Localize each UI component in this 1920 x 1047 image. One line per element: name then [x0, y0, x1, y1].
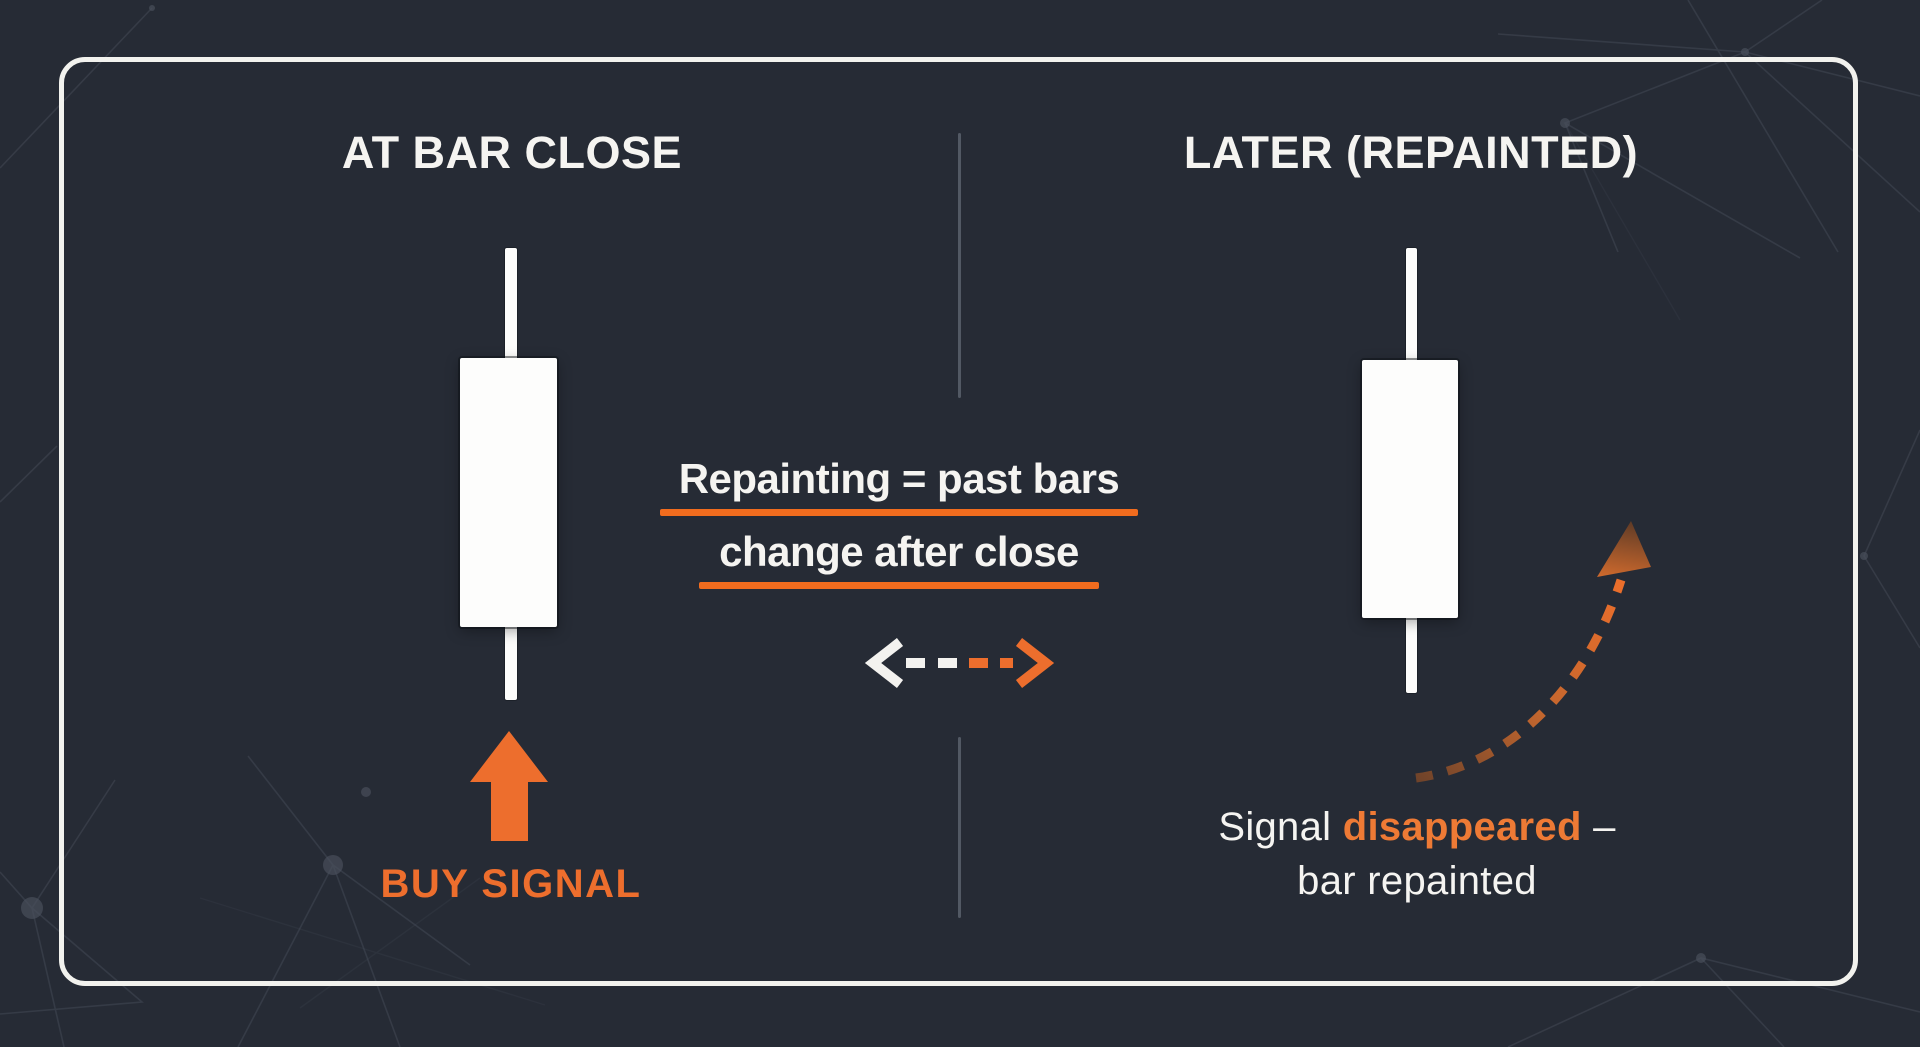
infographic-card [59, 57, 1858, 986]
caption-line2: bar repainted [1297, 859, 1537, 903]
candlestick-body-at-close [460, 358, 557, 627]
buy-signal-label: BUY SIGNAL [380, 862, 642, 906]
caption-dash: – [1581, 805, 1616, 849]
candlestick-body-repainted [1362, 360, 1458, 618]
headline-line1: Repainting = past bars [678, 455, 1120, 502]
headline-line2: change after close [719, 528, 1079, 575]
center-headline: Repainting = past bars change after clos… [660, 455, 1138, 589]
right-panel-title: LATER (REPAINTED) [1183, 127, 1639, 178]
caption-prefix: Signal [1218, 805, 1343, 849]
headline-underline1 [660, 509, 1138, 516]
center-divider-top [958, 133, 961, 398]
headline-underline2 [699, 582, 1099, 589]
left-panel-title: AT BAR CLOSE [341, 127, 683, 178]
center-divider-bottom [958, 737, 961, 918]
repainted-caption: Signal disappeared – bar repainted [1218, 800, 1615, 908]
caption-highlight: disappeared [1342, 805, 1582, 849]
